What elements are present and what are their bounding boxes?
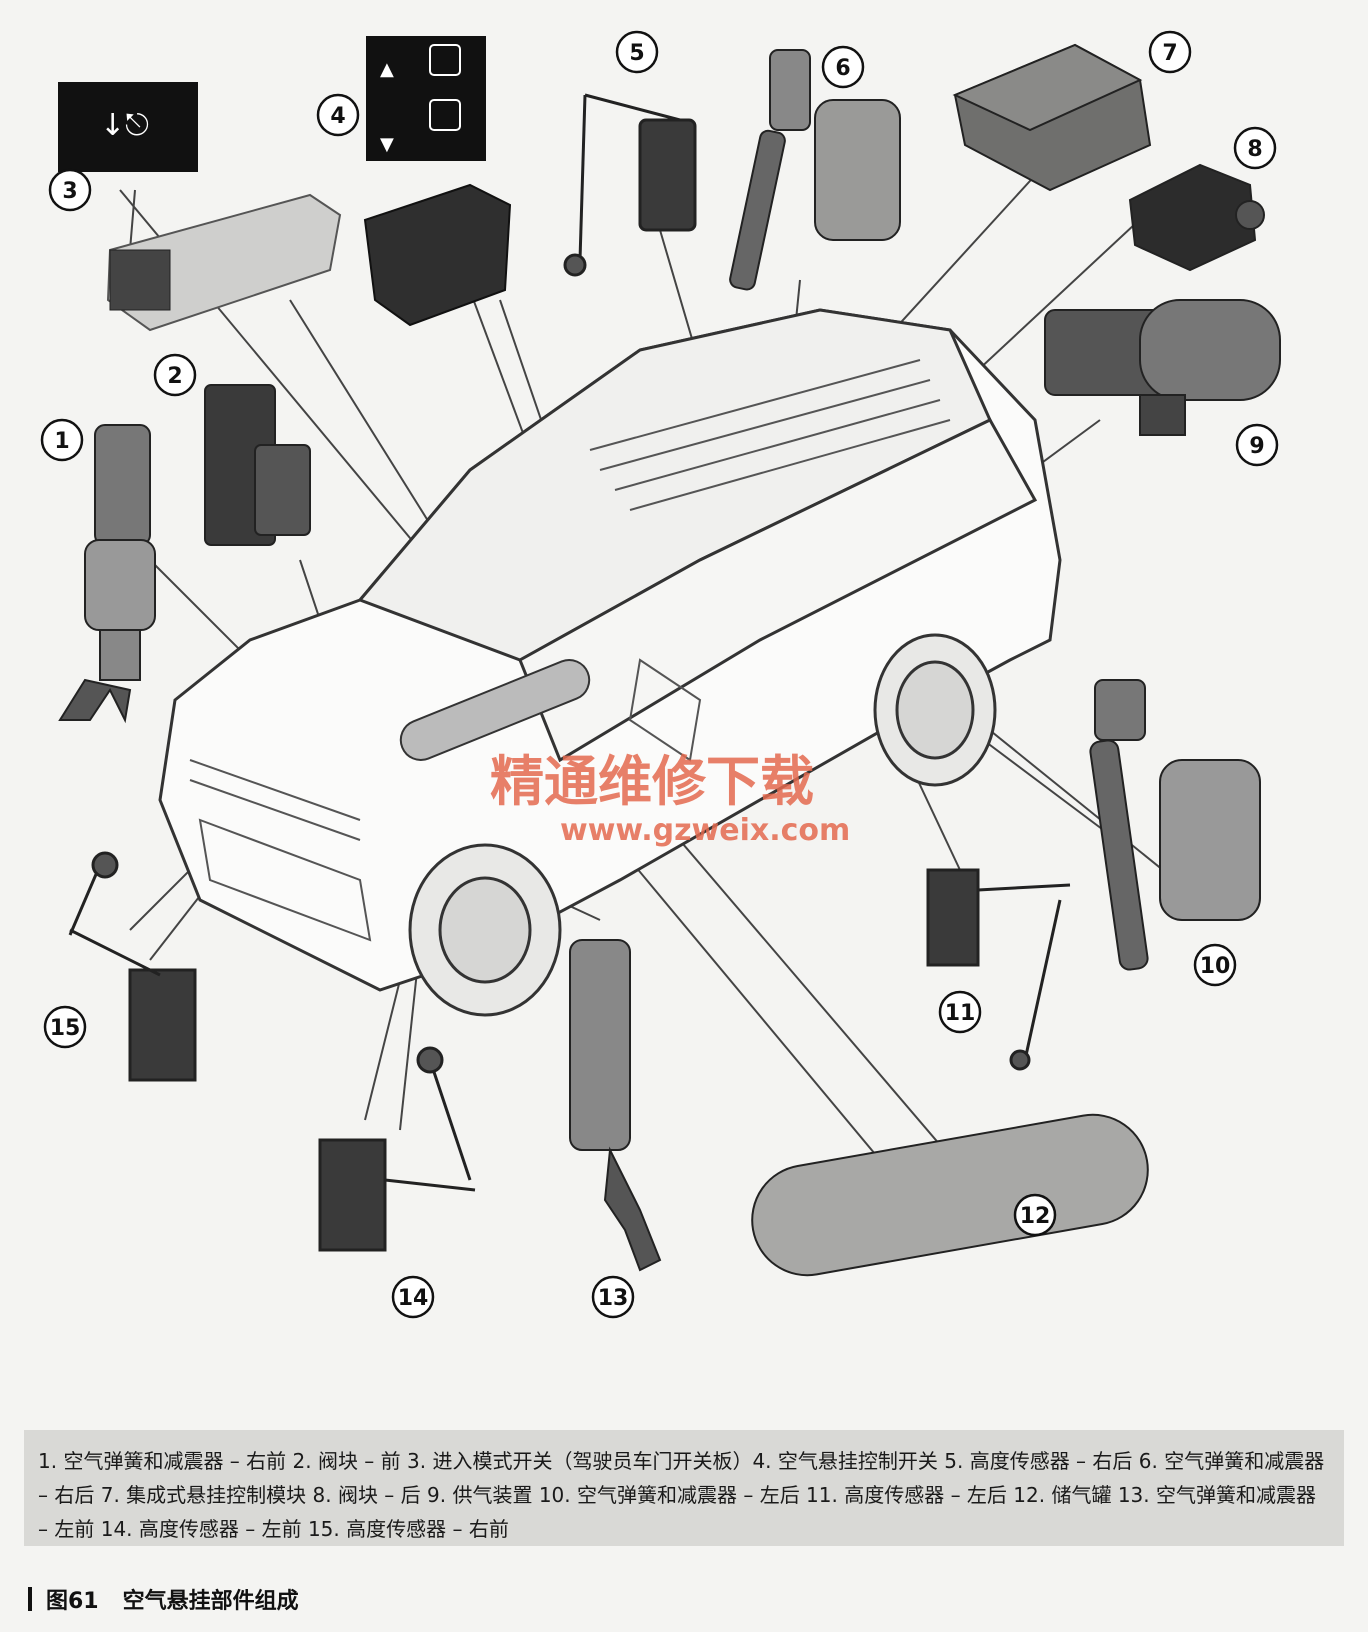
callout-number: 2 <box>167 364 182 389</box>
component-4-air-suspension-control-switch: ▲ ▼ <box>363 36 512 327</box>
callout-12: 12 <box>1013 1193 1057 1237</box>
legend-panel: 1. 空气弹簧和减震器 – 右前 2. 阀块 – 前 3. 进入模式开关（驾驶员… <box>24 1430 1344 1546</box>
vehicle-details <box>189 359 951 942</box>
callout-5: 5 <box>615 30 659 74</box>
component-3-entry-mode-switch: ↓⎋ <box>58 82 342 332</box>
callout-circle <box>821 45 865 89</box>
callout-8: 8 <box>1233 126 1277 170</box>
callout-circle <box>40 418 84 462</box>
callout-circle <box>1193 943 1237 987</box>
callout-number: 5 <box>629 41 644 66</box>
vehicle-outline <box>158 308 1062 992</box>
callout-circle <box>591 1275 635 1319</box>
entry-mode-icon: ↓⎋ <box>100 108 149 143</box>
callout-circle <box>316 93 360 137</box>
callout-3: 3 <box>48 168 92 212</box>
callout-circle <box>43 1005 87 1049</box>
component-5-height-sensor-rr <box>563 93 697 277</box>
callout-number: 1 <box>54 429 69 454</box>
callout-15: 15 <box>43 1005 87 1049</box>
callout-circle <box>615 30 659 74</box>
figure-number: 图61 <box>46 1589 99 1614</box>
callout-number: 10 <box>1200 954 1231 979</box>
callout-number: 15 <box>50 1016 81 1041</box>
callout-4: 4 <box>316 93 360 137</box>
callout-number: 6 <box>835 56 850 81</box>
callout-10: 10 <box>1193 943 1237 987</box>
callout-circle <box>1233 126 1277 170</box>
callout-circle <box>48 168 92 212</box>
callout-number: 11 <box>945 1001 976 1026</box>
callout-circle <box>938 990 982 1034</box>
figure-title: 空气悬挂部件组成 <box>122 1589 299 1614</box>
component-7-integrated-suspension-control-module <box>952 43 1152 192</box>
component-15-height-sensor-rf <box>68 851 197 1082</box>
component-14-height-sensor-lf <box>318 1046 476 1252</box>
component-1-air-spring-damper-rf <box>58 424 156 724</box>
callout-13: 13 <box>591 1275 635 1319</box>
component-13-air-spring-damper-lf <box>569 939 662 1272</box>
callout-number: 8 <box>1247 137 1262 162</box>
component-6-air-spring-damper-rr <box>729 49 901 291</box>
component-8-valve-block-rear <box>1128 163 1265 272</box>
callout-number: 12 <box>1020 1204 1051 1229</box>
component-10-air-spring-damper-lr <box>1089 679 1261 971</box>
caption-marker <box>28 1587 32 1611</box>
callout-14: 14 <box>391 1275 435 1319</box>
callout-2: 2 <box>153 353 197 397</box>
callout-number: 3 <box>62 179 77 204</box>
callout-1: 1 <box>40 418 84 462</box>
callout-6: 6 <box>821 45 865 89</box>
raise-icon: ▲ <box>380 59 394 80</box>
wheels <box>408 633 997 1017</box>
callout-number: 9 <box>1249 434 1264 459</box>
component-2-valve-block-front <box>204 384 311 546</box>
callout-circle <box>1235 423 1279 467</box>
component-12-air-reservoir <box>751 1113 1149 1277</box>
callout-circle <box>1013 1193 1057 1237</box>
callout-11: 11 <box>938 990 982 1034</box>
legend-text: 1. 空气弹簧和减震器 – 右前 2. 阀块 – 前 3. 进入模式开关（驾驶员… <box>38 1449 1325 1541</box>
component-9-air-supply-unit <box>1044 299 1281 436</box>
lower-icon: ▼ <box>380 134 394 155</box>
vehicle-up-icon <box>429 44 461 76</box>
component-11-height-sensor-lr <box>926 868 1071 1071</box>
callout-number: 13 <box>598 1286 629 1311</box>
callout-number: 14 <box>398 1286 429 1311</box>
callout-circle <box>1148 30 1192 74</box>
callout-9: 9 <box>1235 423 1279 467</box>
callout-circle <box>391 1275 435 1319</box>
callout-number: 4 <box>330 104 345 129</box>
air-suspension-diagram: ↓⎋ ▲ ▼ <box>40 30 1281 1319</box>
figure-caption: 图61 空气悬挂部件组成 <box>28 1582 299 1616</box>
vehicle-lock-icon <box>429 99 461 131</box>
air-tank-installed <box>399 659 591 761</box>
callout-circle <box>153 353 197 397</box>
callout-number: 7 <box>1162 41 1177 66</box>
watermark-text: 精通维修下载 <box>490 749 814 813</box>
callout-7: 7 <box>1148 30 1192 74</box>
watermark-url: www.gzweix.com <box>560 813 850 848</box>
